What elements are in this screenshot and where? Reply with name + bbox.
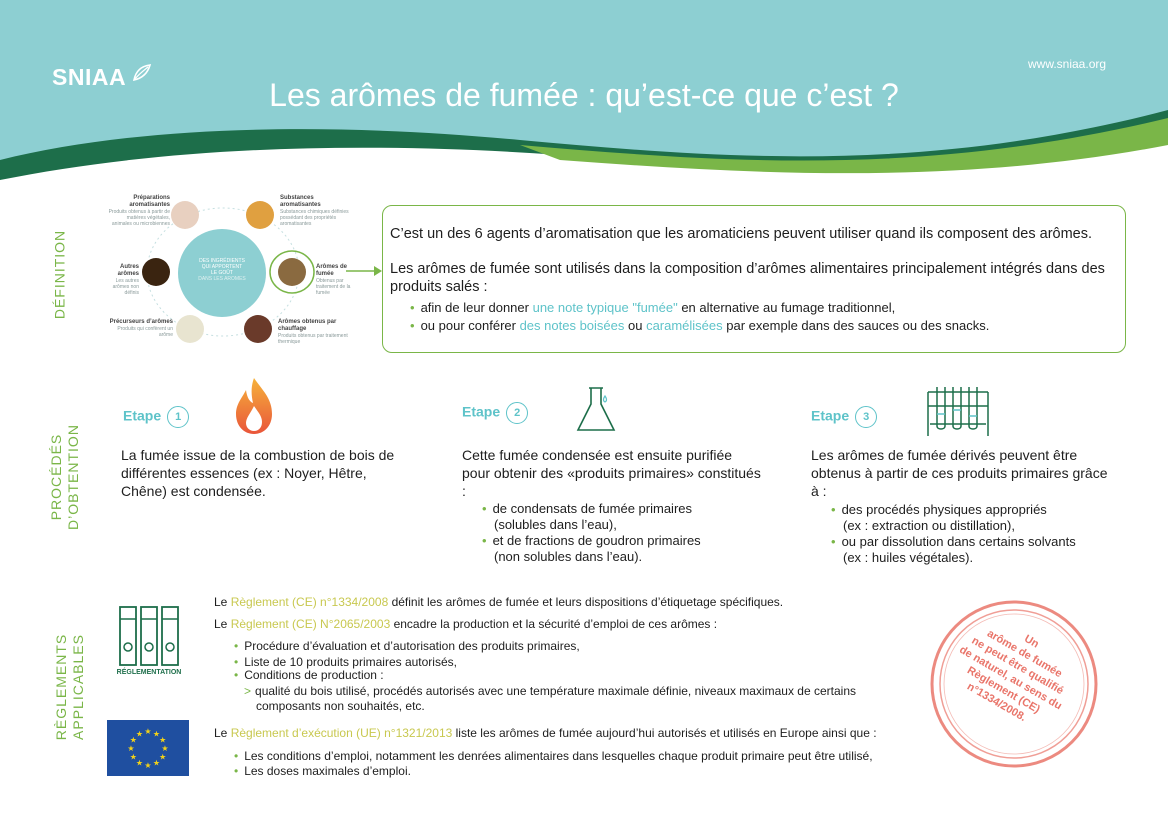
diagram-center-line4: DANS LES AROMES <box>198 276 246 282</box>
eu-star: ★ <box>130 753 137 762</box>
eu-flag-icon: ★★★★★★★★★★★★ <box>107 720 189 776</box>
test-tubes-icon <box>927 387 989 436</box>
step-2-text: Cette fumée condensée est ensuite purifi… <box>462 447 761 499</box>
eu-star: ★ <box>153 759 160 768</box>
regulation-2: Le Règlement (CE) N°2065/2003 encadre la… <box>214 617 718 631</box>
regulation-2-sub: >qualité du bois utilisé, procédés autor… <box>244 684 856 713</box>
eu-star: ★ <box>144 727 151 736</box>
eu-star: ★ <box>159 753 166 762</box>
diagram-item: Précurseurs d’arômes Produits qui confèr… <box>109 319 173 338</box>
regulation-3-bullet: •Les doses maximales d’emploi. <box>234 764 411 778</box>
diagram-item: Arômes de fumée Obtenus par traitement d… <box>316 264 351 296</box>
sniaa-logo: SNIAA <box>52 64 152 91</box>
diagram-center-line2: QUI APPORTENT <box>201 264 243 270</box>
eu-star: ★ <box>153 729 160 738</box>
fire-icon <box>236 378 272 434</box>
flavouring-agents-diagram: DES INGRÉDIENTS QUI APPORTENT LE GOÛT DA… <box>108 188 363 358</box>
leaf-icon <box>133 64 152 82</box>
definition-line2: Les arômes de fumée sont utilisés dans l… <box>390 261 1105 295</box>
regulation-2-bullet: •Procédure d’évaluation et d’autorisatio… <box>234 639 580 653</box>
regulation-3: Le Règlement d’exécution (UE) n°1321/201… <box>214 726 877 740</box>
eu-star: ★ <box>136 729 143 738</box>
section-label-definition: DÉFINITION <box>51 229 68 320</box>
regulation-1: Le Règlement (CE) n°1334/2008 définit le… <box>214 595 784 609</box>
diagram-item: Arômes obtenus par chauffage Produits ob… <box>278 319 348 345</box>
definition-bullet-1: •afin de leur donner une note typique "f… <box>410 300 896 315</box>
eu-star: ★ <box>161 744 168 753</box>
definition-line1: C’est un des 6 agents d’aromatisation qu… <box>390 226 1093 242</box>
regulation-2-bullet: •Liste de 10 produits primaires autorisé… <box>234 655 457 669</box>
step-1-text: La fumée issue de la combustion de bois … <box>121 447 395 499</box>
flask-icon <box>576 387 616 431</box>
diagram-ring <box>142 201 315 343</box>
step-2-bullet-2: •et de fractions de goudron primaires (n… <box>482 533 701 564</box>
eu-star: ★ <box>136 759 143 768</box>
diagram-item: Préparations aromatisantes Produits obte… <box>108 195 170 227</box>
eu-star: ★ <box>144 761 151 770</box>
diagram-item: Autres arômes Les autres arômes non défi… <box>112 264 139 296</box>
diagram-item: Substances aromatisantes Substances chim… <box>280 195 349 227</box>
eu-star: ★ <box>127 744 134 753</box>
eu-star: ★ <box>159 736 166 745</box>
arrow-icon <box>346 266 382 276</box>
definition-box <box>382 205 1126 353</box>
step-3-bullet-2: •ou par dissolution dans certains solvan… <box>831 534 1076 565</box>
diagram-center-line3: LE GOÛT <box>211 270 233 276</box>
website-link[interactable]: www.sniaa.org <box>1028 57 1107 71</box>
definition-bullet-2: •ou pour conférer des notes boisées ou c… <box>410 318 990 333</box>
binders-icon <box>119 606 179 666</box>
eu-star: ★ <box>130 736 137 745</box>
regulation-3-bullet: •Les conditions d’emploi, notamment les … <box>234 749 873 763</box>
header-banner <box>0 0 1168 185</box>
stamp-circle <box>930 600 1098 768</box>
step-2-bullet-1: •de condensats de fumée primaires (solub… <box>482 501 693 532</box>
reglementation-label: RÉGLEMENTATION <box>116 669 182 676</box>
regulation-2-bullet: •Conditions de production : <box>234 668 384 682</box>
step-3-text: Les arômes de fumée dérivés peuvent être… <box>811 447 1108 499</box>
diagram-center-line1: DES INGRÉDIENTS <box>199 258 245 264</box>
step-3-bullet-1: •des procédés physiques appropriés (ex :… <box>831 502 1047 533</box>
page-title: Les arômes de fumée : qu’est-ce que c’es… <box>269 77 899 113</box>
